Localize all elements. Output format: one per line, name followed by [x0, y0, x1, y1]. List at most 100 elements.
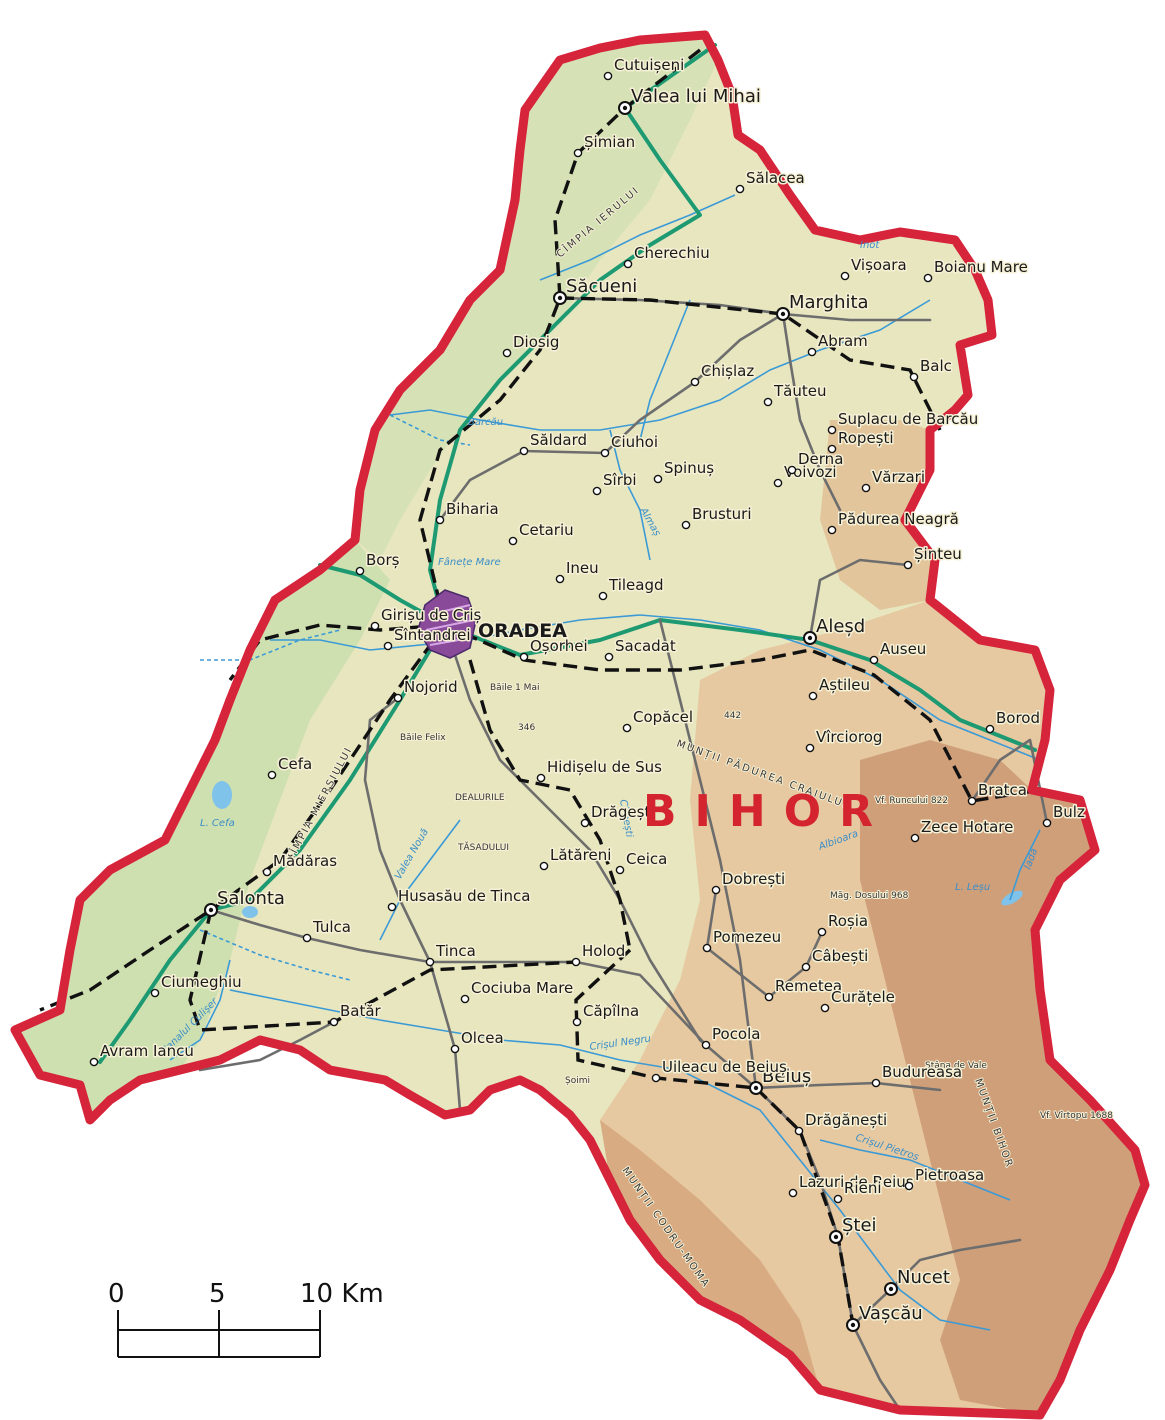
town-ciumeghiu: Ciumeghiu: [150, 972, 243, 998]
town-marker: [329, 1017, 339, 1027]
town-label: Abram: [818, 332, 868, 350]
town-marker: [735, 184, 745, 194]
canal-sw: [199, 929, 351, 981]
town-copacel: Copăcel: [622, 707, 695, 733]
county-border: [10, 30, 1150, 1420]
town-marker: [805, 743, 815, 753]
river-peta: [639, 299, 691, 441]
town-marker: [764, 992, 774, 1002]
town-label: Sîrbi: [603, 471, 637, 489]
town-label: Husasău de Tinca: [398, 887, 530, 905]
town-auseu: Auseu: [869, 639, 928, 665]
town-abram: Abram: [807, 331, 869, 357]
town-marker: [383, 641, 393, 651]
rail-north: [418, 48, 702, 626]
town-label: Salonta: [217, 888, 285, 909]
town-label: Copăcel: [633, 708, 693, 726]
town-marker: [592, 486, 602, 496]
town-marker: [572, 1017, 582, 1027]
rail-east: [444, 623, 1041, 803]
town-ineu: Ineu: [555, 558, 600, 584]
town-marker: [817, 927, 827, 937]
town-label: Ciuhoi: [611, 433, 658, 451]
town-marker: [833, 1194, 843, 1204]
town-label: Sălacea: [746, 169, 805, 187]
label-lake-lesu: L. Leșu: [955, 882, 990, 893]
town-marker: [370, 621, 380, 631]
town-marker: [794, 1126, 804, 1136]
label-vf-runcului: Vf. Runcului 822: [875, 796, 948, 806]
town-hidiselu-de-sus: Hidișelu de Sus: [536, 757, 664, 783]
road-e671-north: [428, 43, 717, 627]
town-lazuri-de-beius: Lazuri de Beiuș: [788, 1172, 915, 1198]
town-zece-hotare: Zece Hotare: [910, 817, 1015, 843]
town-holod: Holod: [571, 941, 627, 967]
town-tulca: Tulca: [302, 917, 353, 943]
town-marker: [651, 1073, 661, 1083]
town-label: Derna: [798, 450, 843, 468]
town-marker: [840, 271, 850, 281]
town-marker: [555, 574, 565, 584]
town-label: Curățele: [831, 988, 895, 1006]
town-label: Tăuteu: [773, 382, 826, 400]
town-marker: [502, 348, 512, 358]
road-marghita-south: [781, 312, 842, 512]
town-rosia: Roșia: [817, 911, 870, 937]
town-astileu: Aștileu: [808, 675, 872, 701]
town-label: Cetariu: [519, 521, 574, 539]
town-suplacu-de-barcau: Suplacu de Barcău: [827, 409, 980, 435]
town-marker-center: [753, 1085, 759, 1091]
town-capilna: Căpîlna: [572, 1001, 641, 1027]
road-batar: [198, 1020, 336, 1072]
scale-label-10: 10 Km: [300, 1279, 384, 1309]
town-balc: Balc: [909, 356, 953, 382]
town-tauteu: Tăuteu: [763, 381, 828, 407]
river-barcau: [389, 299, 931, 431]
town-label: Aștileu: [819, 676, 870, 694]
label-elev-442: 442: [724, 711, 741, 721]
road-tinca-north: [363, 696, 432, 964]
town-label: Nucet: [897, 1267, 950, 1288]
river-iada: [1009, 829, 1041, 901]
county-name-label: BIHOR: [643, 786, 891, 837]
rail-marghita: [559, 296, 942, 431]
town-marker: [763, 397, 773, 407]
town-sacueni: Săcueni: [553, 275, 639, 305]
town-pocola: Pocola: [701, 1024, 762, 1050]
town-marker: [598, 591, 608, 601]
town-label: Spinuș: [664, 459, 714, 477]
town-cociuba-mare: Cociuba Mare: [460, 978, 575, 1004]
town-label: Ineu: [566, 559, 599, 577]
river-almas: [609, 429, 651, 561]
town-borod: Borod: [985, 708, 1042, 734]
town-voivozi: Voivozi: [773, 462, 838, 488]
town-avram-iancu: Avram Iancu: [89, 1041, 195, 1067]
scale-label-0: 0: [108, 1279, 125, 1309]
town-vascau: Vașcău: [846, 1302, 924, 1332]
town-label: Borod: [996, 709, 1040, 727]
town-marker: [787, 465, 797, 475]
town-marker: [827, 425, 837, 435]
town-label: Ciumeghiu: [161, 973, 242, 991]
town-label: Rieni: [844, 1179, 882, 1197]
town-label: Hidișelu de Sus: [547, 758, 662, 776]
town-marker: [967, 796, 977, 806]
town-varzari: Vărzari: [861, 467, 927, 493]
canal-west: [200, 629, 341, 661]
town-label: Cutuișeni: [614, 56, 684, 74]
lake-salonta: [242, 906, 258, 918]
road-alesd-north: [808, 558, 910, 640]
town-girisu-de-cris: Girișu de Criș: [370, 605, 483, 631]
town-marker: [820, 1003, 830, 1013]
town-brusturi: Brusturi: [681, 504, 753, 530]
town-label: Bratca: [978, 781, 1027, 799]
river-ier: [539, 194, 736, 281]
label-baile-1-mai: Băile 1 Mai: [490, 683, 539, 693]
town-dobresti: Dobrești: [711, 869, 787, 895]
town-label: Pocola: [712, 1025, 760, 1043]
road-e60-east: [443, 618, 1037, 752]
label-soimi: Șoimi: [565, 1076, 590, 1086]
town-marker: [519, 446, 529, 456]
river-valea-noua: [379, 819, 461, 941]
